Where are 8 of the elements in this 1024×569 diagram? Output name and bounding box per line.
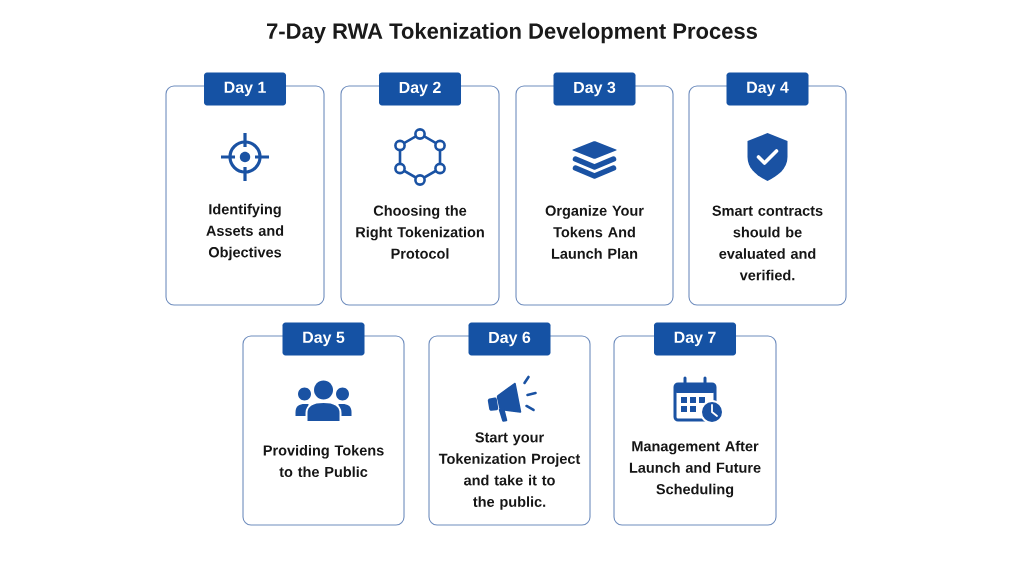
day-tab: Day 1 [204,72,286,106]
day-tab: Day 6 [468,322,551,356]
day-tab: Day 2 [379,72,461,106]
day-tab: Day 5 [282,322,365,356]
title: 7-Day RWA Tokenization Development Process [267,22,757,44]
day-tab: Day 3 [553,72,636,106]
day-tab: Day 4 [726,72,809,106]
day-tab: Day 7 [654,322,736,356]
